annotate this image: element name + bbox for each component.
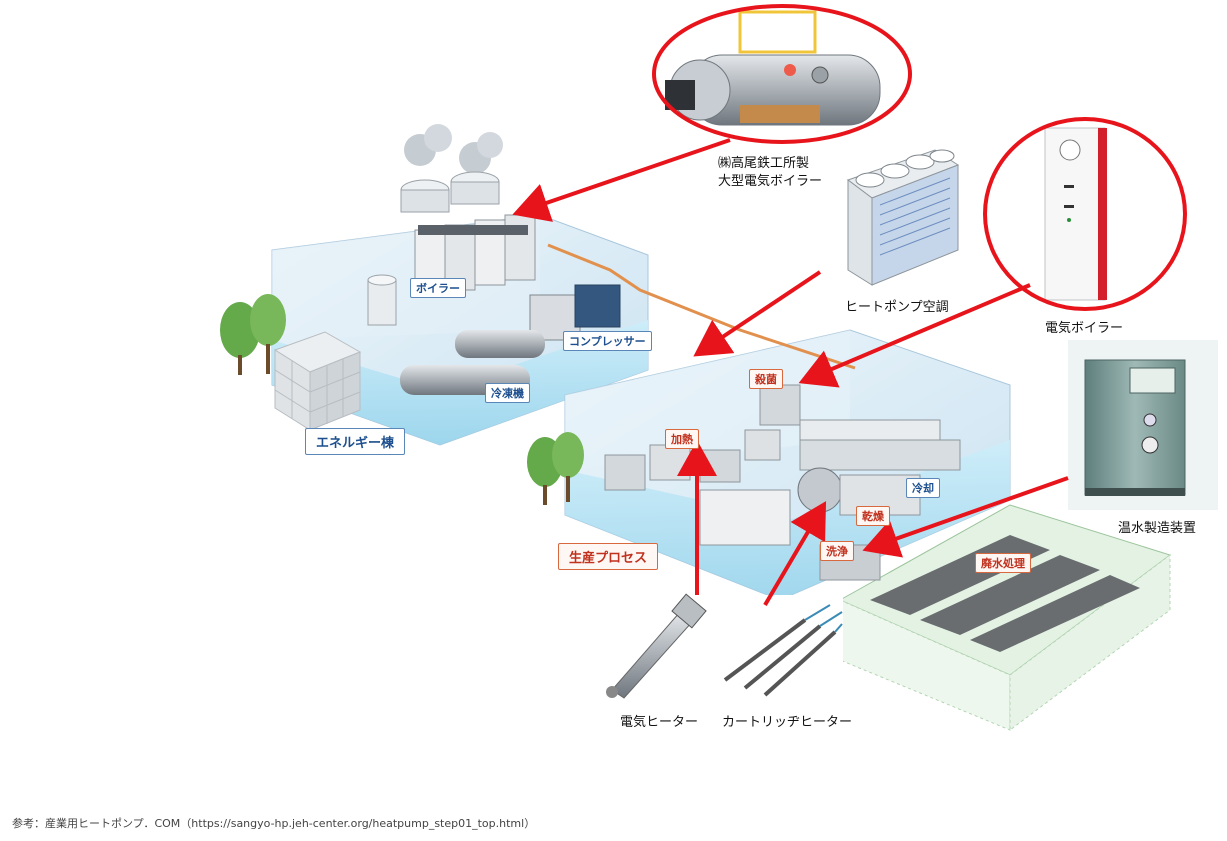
sterilize-label: 殺菌 [749, 369, 783, 389]
arrow-large-boiler-to-boiler [512, 138, 731, 222]
heating-label: 加熱 [665, 429, 699, 449]
large-electric-boiler [665, 10, 881, 126]
drying-label: 乾燥 [856, 506, 890, 526]
arrow-heat-pump-to-production [693, 270, 822, 357]
heat-pump-unit [846, 149, 960, 286]
electric-boiler-caption: 電気ボイラー [1045, 321, 1124, 336]
cartridge-heater-caption: カートリッヂヒーター [722, 715, 853, 730]
tree-icon [220, 294, 286, 375]
cooling-label: 冷却 [906, 478, 940, 498]
chiller-label: 冷凍機 [485, 383, 530, 403]
pipe [547, 243, 856, 370]
source-note: 参考：産業用ヒートポンプ．COM（https://sangyo-hp.jeh-c… [12, 817, 536, 830]
cartridge-heater [718, 595, 843, 705]
wastewater-label: 廃水処理 [975, 553, 1031, 573]
highlight-circle [652, 4, 912, 144]
arrow-hot-water-to-washing [862, 476, 1069, 558]
arrows [512, 138, 1069, 607]
large-boiler-caption-line2: 大型電気ボイラー [718, 174, 823, 189]
highlight-circle [983, 117, 1187, 311]
electric-boiler-unit [1044, 127, 1107, 301]
compressor-label: コンプレッサー [563, 331, 652, 351]
large-boiler-caption-line1: ㈱高尾鉄工所製 [718, 156, 810, 171]
storage-tank [367, 274, 397, 326]
production-equipment [604, 384, 961, 581]
electric-heater-caption: 電気ヒーター [620, 715, 699, 730]
washing-label: 洗浄 [820, 541, 854, 561]
arrow-electric-boiler-to-sterilize [798, 283, 1031, 388]
heat-pump-caption: ヒートポンプ空調 [845, 300, 949, 315]
hot-water-unit [1068, 340, 1218, 510]
production-process-label: 生産プロセス [558, 543, 659, 570]
hot-water-caption: 温水製造装置 [1118, 521, 1197, 536]
arrow-cartridge-to-drying [763, 501, 827, 607]
water-tank [273, 331, 362, 431]
energy-building-label: エネルギー棟 [305, 428, 406, 455]
electric-heater [595, 593, 710, 705]
boiler-label: ボイラー [410, 278, 466, 298]
wastewater-building [838, 504, 1172, 731]
cooling-tower [400, 124, 503, 213]
tree-icon [527, 432, 584, 505]
